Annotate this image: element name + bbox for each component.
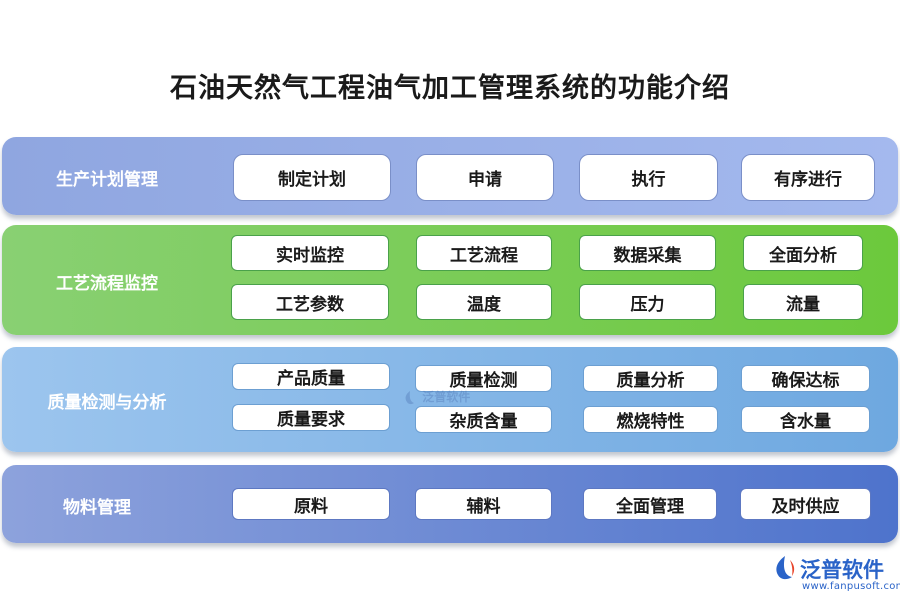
logo-name: 泛普软件 [800,558,884,582]
item-make-plan: 制定计划 [233,154,391,201]
item-apply: 申请 [416,154,554,201]
item-product-quality: 产品质量 [232,363,390,390]
section-material-management: 物料管理 原料 辅料 全面管理 及时供应 [2,465,898,543]
item-meet-standard: 确保达标 [741,365,870,392]
item-water-content: 含水量 [741,406,870,433]
item-process-flow: 工艺流程 [416,235,552,271]
item-auxiliary-material: 辅料 [415,488,552,520]
item-execute: 执行 [579,154,718,201]
item-data-collection: 数据采集 [579,235,716,271]
item-quality-testing: 质量检测 [415,365,552,392]
item-orderly: 有序进行 [741,154,875,201]
section-label-production-planning: 生产计划管理 [56,170,158,190]
watermark: 泛普软件 [402,388,470,406]
section-label-process-monitoring: 工艺流程监控 [56,274,158,294]
page-title: 石油天然气工程油气加工管理系统的功能介绍 [170,73,730,104]
item-realtime-monitor: 实时监控 [231,235,389,271]
section-label-quality-inspection: 质量检测与分析 [47,393,167,413]
item-full-analysis: 全面分析 [743,235,863,271]
item-flow-rate: 流量 [743,284,863,320]
brand-logo: 泛普软件 www.fanpusoft.com [772,552,900,596]
item-quality-analysis: 质量分析 [583,365,718,392]
item-temperature: 温度 [416,284,552,320]
item-full-management: 全面管理 [583,488,717,520]
watermark-logo-icon [405,390,414,404]
logo-url: www.fanpusoft.com [802,581,900,592]
item-process-params: 工艺参数 [231,284,389,320]
item-timely-supply: 及时供应 [740,488,871,520]
fanpu-logo-icon [776,556,795,580]
item-pressure: 压力 [579,284,716,320]
item-combustion-property: 燃烧特性 [583,406,718,433]
section-label-material-management: 物料管理 [63,498,131,518]
item-impurity-content: 杂质含量 [415,406,552,433]
item-quality-requirement: 质量要求 [232,404,390,431]
section-process-monitoring: 工艺流程监控 实时监控 工艺流程 数据采集 全面分析 工艺参数 温度 压力 流量 [2,225,898,335]
section-quality-inspection: 质量检测与分析 产品质量 质量检测 质量分析 确保达标 质量要求 杂质含量 燃烧… [2,347,898,452]
watermark-text: 泛普软件 [422,390,471,404]
item-raw-material: 原料 [232,488,390,520]
section-production-planning: 生产计划管理 制定计划 申请 执行 有序进行 [2,137,898,215]
